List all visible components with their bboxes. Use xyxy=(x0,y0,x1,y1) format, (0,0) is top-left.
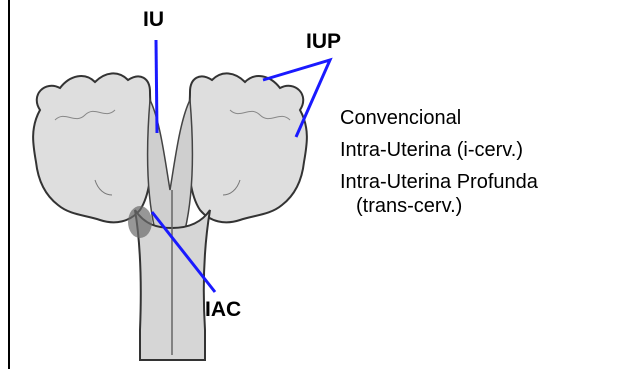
iu-pointer xyxy=(156,40,157,133)
uterus-illustration xyxy=(33,73,307,360)
legend-intra-uterine: Intra-Uterina (i-cerv.) xyxy=(340,140,538,160)
legend-trans-cervical: (trans-cerv.) xyxy=(340,196,538,216)
iup-callout: IUP xyxy=(306,30,341,54)
cervical-plug xyxy=(128,206,152,238)
left-uterine-horn xyxy=(33,73,152,222)
right-uterine-horn xyxy=(188,73,307,222)
legend: Convencional Intra-Uterina (i-cerv.) Int… xyxy=(340,108,538,228)
legend-deep-intra-uterine: Intra-Uterina Profunda xyxy=(340,172,538,192)
uterine-body xyxy=(148,100,193,245)
legend-conventional: Convencional xyxy=(340,108,538,128)
iu-callout: IU xyxy=(143,8,164,32)
iac-callout: IAC xyxy=(205,298,241,322)
